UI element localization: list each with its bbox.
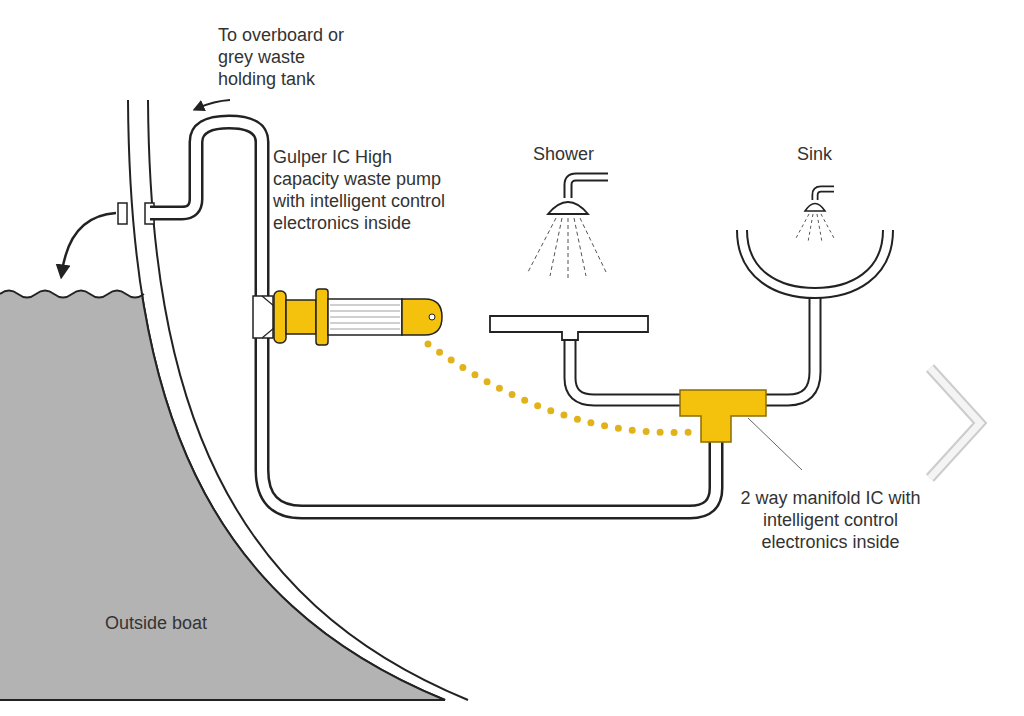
tap-head: [805, 204, 825, 212]
pump-valve: [262, 296, 274, 338]
pump-housing: [286, 300, 316, 334]
motor-rib: [330, 311, 400, 312]
manifold: [680, 390, 766, 442]
pump-flange: [274, 291, 286, 343]
tap-spout: [815, 189, 834, 200]
pipe-outline: [150, 122, 716, 512]
tap-spray: [795, 214, 835, 242]
motor-rib: [330, 305, 400, 306]
label-holder: Sink: [797, 143, 867, 165]
tap-spout-bore: [815, 189, 834, 200]
pump-end-cap: [402, 299, 442, 335]
shower-spray: [528, 218, 606, 278]
cap-light: [429, 314, 435, 320]
pipe-bore: [758, 294, 815, 400]
pump-motor: [328, 299, 402, 335]
label-holder: Shower: [533, 143, 623, 165]
shower-tray: [490, 316, 648, 340]
motor-rib: [330, 329, 400, 330]
shower-arm-bore: [568, 177, 608, 198]
pump-head: [253, 296, 273, 338]
callout-label: Gulper IC High capacity waste pump with …: [273, 146, 463, 234]
pipe-bore: [150, 122, 716, 512]
spray-line: [568, 218, 569, 278]
sink-bowl-inner: [742, 230, 888, 293]
label-holder: Gulper IC High capacity waste pump with …: [273, 146, 463, 234]
nav-chevron: [930, 368, 980, 478]
label-holder: 2 way manifold IC with intelligent contr…: [718, 487, 943, 553]
water-surface: [0, 291, 144, 298]
discharge-arrow: [62, 213, 116, 272]
motor-rib: [330, 323, 400, 324]
leader-line: [748, 418, 802, 470]
spray-line: [528, 218, 556, 272]
spray-line: [580, 218, 606, 272]
fixture-label: Sink: [797, 143, 867, 165]
flow-arrow: [198, 100, 230, 108]
label-holder: To overboard or grey waste holding tank: [218, 24, 353, 90]
pipe-bore: [570, 336, 686, 400]
spray-line: [808, 214, 813, 242]
region-label: Outside boat: [105, 612, 207, 634]
fixture-label: Shower: [533, 143, 623, 165]
shower-arm: [568, 177, 608, 198]
nav-chevron-shadow: [930, 368, 980, 478]
callout-label: To overboard or grey waste holding tank: [218, 24, 353, 90]
callout-label: 2 way manifold IC with intelligent contr…: [718, 487, 943, 553]
pump-clamp: [316, 289, 328, 345]
spray-line: [795, 214, 809, 240]
spray-line: [817, 214, 822, 242]
pipe-outline: [758, 294, 815, 400]
through-hull-flange: [118, 203, 127, 224]
motor-rib: [330, 317, 400, 318]
spray-line: [550, 218, 562, 276]
control-wire: [428, 344, 694, 433]
spray-line: [821, 214, 835, 240]
sink-bowl: [742, 230, 888, 293]
pipe-outline: [570, 336, 686, 400]
shower-head: [548, 202, 588, 214]
motor-ribs: [330, 305, 400, 329]
sea-outline: [0, 100, 445, 700]
